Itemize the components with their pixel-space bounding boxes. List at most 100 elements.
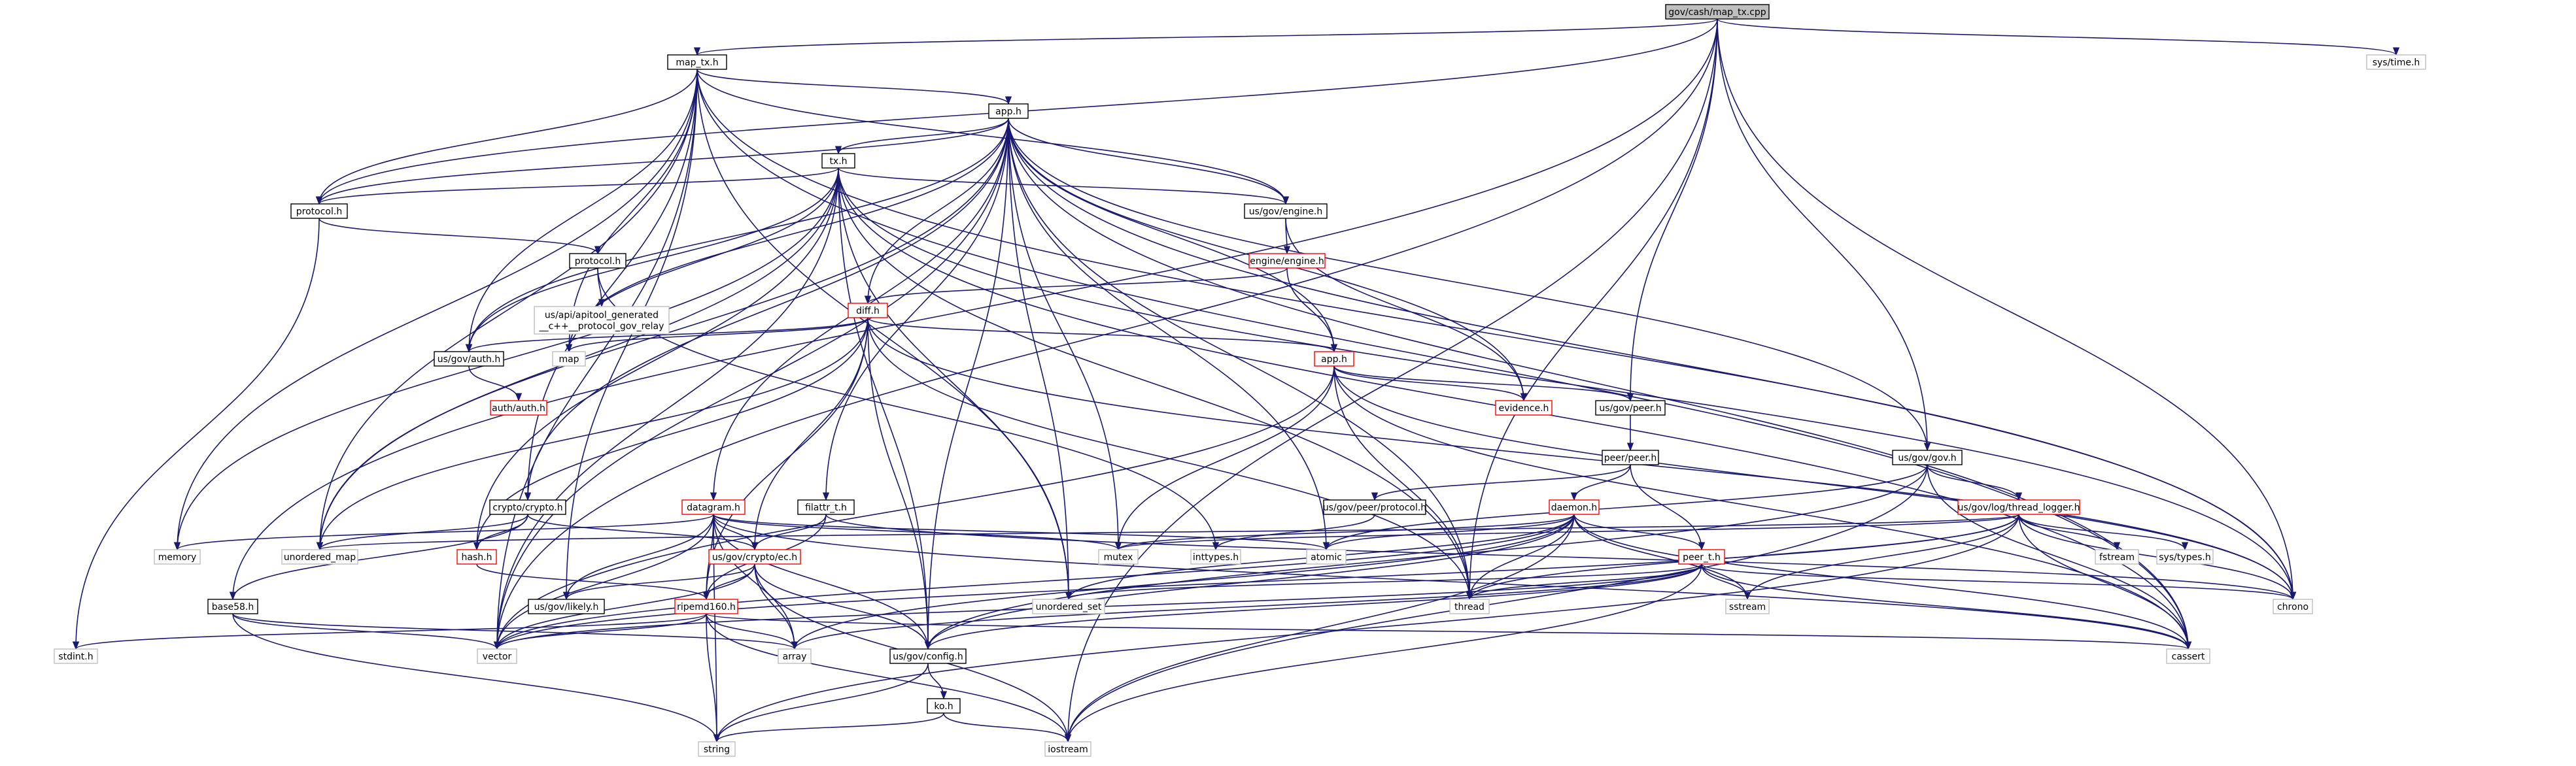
edge-diff_h-to-hash_h <box>473 317 868 551</box>
edge-app_h-to-auth_h <box>465 118 1009 353</box>
edge-crypto_h-to-hash_h <box>473 514 528 551</box>
node-ko_h[interactable]: ko.h <box>927 698 961 714</box>
edge-app2_h-to-cassert <box>1333 365 2192 650</box>
edge-tx_h-to-hash_h <box>473 167 839 551</box>
node-auth_auth_h[interactable]: auth/auth.h <box>490 400 547 416</box>
node-box <box>1248 253 1326 269</box>
node-atomic[interactable]: atomic <box>1306 549 1347 565</box>
node-crypto_h[interactable]: crypto/crypto.h <box>489 499 566 515</box>
edge-root-to-systime <box>1717 18 2399 56</box>
node-engine_h[interactable]: us/gov/engine.h <box>1244 203 1328 219</box>
node-systypes[interactable]: sys/types.h <box>2156 549 2214 565</box>
node-gov_h[interactable]: us/gov/gov.h <box>1892 450 1963 465</box>
node-app_h[interactable]: app.h <box>988 103 1029 119</box>
node-hash_h[interactable]: hash.h <box>456 549 497 565</box>
node-sstream[interactable]: sstream <box>1725 599 1770 614</box>
node-thread[interactable]: thread <box>1449 599 1490 614</box>
edge-app_h-to-tx_h <box>834 118 1009 155</box>
node-peer_protocol[interactable]: us/gov/peer/protocol.h <box>1323 499 1426 515</box>
node-api_gen[interactable]: us/api/apitool_generated__c++__protocol_… <box>534 306 670 335</box>
edge-datagram_h-to-mutex <box>713 514 1122 551</box>
node-diff_h[interactable]: diff.h <box>848 303 888 318</box>
node-label: tx.h <box>829 156 847 167</box>
node-box <box>1244 203 1328 219</box>
node-peer_t_h[interactable]: peer_t.h <box>1678 549 1725 565</box>
edge-root-to-peer_h <box>1626 18 1718 402</box>
edge-datagram_h-to-memory <box>174 514 714 551</box>
node-evidence_h[interactable]: evidence.h <box>1495 400 1553 416</box>
edge-gov_h-to-atomic <box>1323 464 1928 551</box>
node-box <box>1678 549 1725 565</box>
edge-app_h-to-gov_h <box>1008 118 1931 452</box>
node-auth_h[interactable]: us/gov/auth.h <box>434 351 504 367</box>
node-box <box>489 499 566 515</box>
node-string[interactable]: string <box>698 741 736 757</box>
edge-daemon_h-to-peer_t_h <box>1573 514 1706 551</box>
node-engine_engine_h[interactable]: engine/engine.h <box>1248 253 1326 269</box>
node-likely_h[interactable]: us/gov/likely.h <box>528 599 605 614</box>
edge-daemon_h-to-sstream <box>1573 514 1751 601</box>
node-box <box>1032 599 1105 614</box>
node-label: us/gov/log/thread_logger.h <box>1958 503 2080 513</box>
node-inttypes[interactable]: inttypes.h <box>1190 549 1241 565</box>
edge-peer_t_h-to-thread <box>1466 563 1702 601</box>
edge-peer_t_h-to-array <box>791 563 1702 650</box>
node-box <box>797 499 855 515</box>
node-label: inttypes.h <box>1193 552 1239 563</box>
node-box <box>988 103 1029 119</box>
node-tx_h[interactable]: tx.h <box>821 153 855 169</box>
node-unordered_map[interactable]: unordered_map <box>281 549 358 565</box>
node-base58_h[interactable]: base58.h <box>207 599 258 614</box>
edge-protocol_h-to-stdint <box>72 218 320 650</box>
node-label: us/gov/gov.h <box>1898 453 1956 463</box>
node-memory[interactable]: memory <box>154 549 201 565</box>
node-map[interactable]: map <box>552 351 586 367</box>
node-label: fstream <box>2099 552 2135 563</box>
edge-ripemd_h-to-array <box>706 613 799 650</box>
node-label: auth/auth.h <box>492 403 545 414</box>
node-fstream[interactable]: fstream <box>2095 549 2139 565</box>
node-label: unordered_map <box>284 552 356 563</box>
node-datagram_h[interactable]: datagram.h <box>681 499 746 515</box>
edge-config_h-to-string <box>713 663 929 743</box>
node-protocol2_h[interactable]: protocol.h <box>569 253 627 269</box>
node-daemon_h[interactable]: daemon.h <box>1549 499 1600 515</box>
node-chrono[interactable]: chrono <box>2273 599 2313 614</box>
edge-root-to-vector <box>493 18 1718 650</box>
node-unordered_set[interactable]: unordered_set <box>1032 599 1105 614</box>
node-box <box>1602 450 1659 465</box>
node-config_h[interactable]: us/gov/config.h <box>889 648 967 664</box>
node-systime[interactable]: sys/time.h <box>2366 54 2426 70</box>
node-map_tx_h[interactable]: map_tx.h <box>667 54 727 70</box>
node-protocol_h[interactable]: protocol.h <box>290 203 348 219</box>
node-ripemd_h[interactable]: ripemd160.h <box>674 599 738 614</box>
node-array[interactable]: array <box>778 648 812 664</box>
node-box <box>290 203 348 219</box>
edge-diff_h-to-thread <box>867 317 1473 601</box>
node-label: us/gov/auth.h <box>438 354 500 365</box>
edge-ripemd_h-to-iostream <box>706 613 1072 743</box>
node-mutex[interactable]: mutex <box>1098 549 1139 565</box>
node-box <box>2273 599 2313 614</box>
edge-tx_h-to-engine_h <box>838 167 1289 205</box>
node-box <box>927 698 961 714</box>
node-filattr[interactable]: filattr_t.h <box>797 499 855 515</box>
edge-peer_protocol-to-inttypes <box>1212 514 1375 551</box>
node-thread_logger[interactable]: us/gov/log/thread_logger.h <box>1957 499 2080 515</box>
node-label: atomic <box>1311 552 1342 563</box>
node-stdint[interactable]: stdint.h <box>54 648 98 664</box>
node-box <box>2095 549 2139 565</box>
node-label: us/gov/peer/protocol.h <box>1323 503 1426 513</box>
node-ec_h[interactable]: us/gov/crypto/ec.h <box>708 549 801 565</box>
node-vector[interactable]: vector <box>477 648 517 664</box>
node-root[interactable]: gov/cash/map_tx.cpp <box>1665 4 1770 20</box>
node-peer_h[interactable]: us/gov/peer.h <box>1595 400 1666 416</box>
node-iostream[interactable]: iostream <box>1044 741 1091 757</box>
node-cassert[interactable]: cassert <box>2166 648 2210 664</box>
node-peer_peer_h[interactable]: peer/peer.h <box>1602 450 1659 465</box>
edge-datagram_h-to-array <box>713 514 799 650</box>
nodes-layer: gov/cash/map_tx.cpp map_tx.h sys/time.h app… <box>54 4 2426 757</box>
node-app2_h[interactable]: app.h <box>1314 351 1354 367</box>
node-label: vector <box>483 652 512 662</box>
edge-map_tx_h-to-protocol_h <box>315 69 698 205</box>
